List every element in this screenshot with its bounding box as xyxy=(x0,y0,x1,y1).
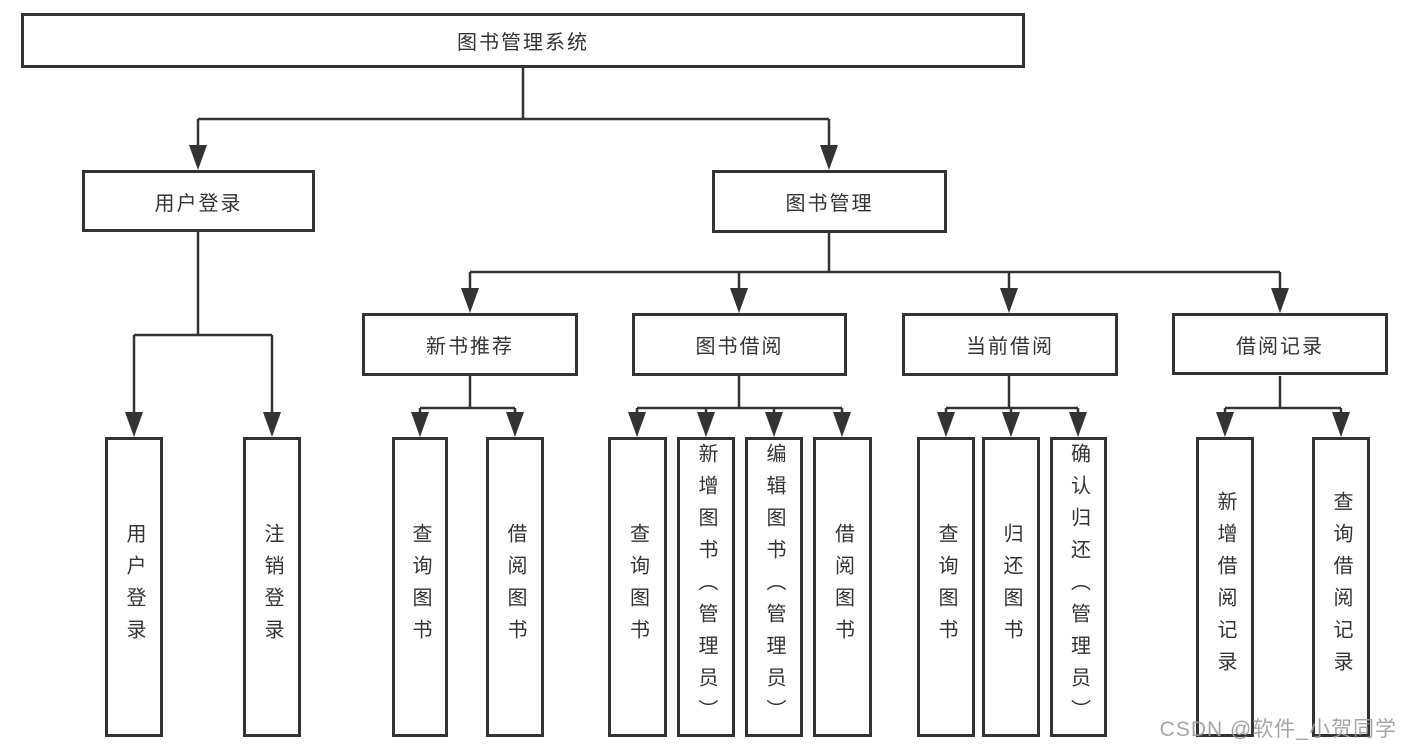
arrow-down-icon xyxy=(628,412,646,437)
node-label: 用户登录 xyxy=(154,192,243,215)
arrow-down-icon xyxy=(189,145,207,170)
leaf-bb-borrow-books: 借阅图书 xyxy=(813,437,872,737)
arrow-down-icon xyxy=(1069,412,1087,437)
leaf-label: 新增借阅记录 xyxy=(1214,491,1236,683)
leaf-cb-query-books: 查询图书 xyxy=(917,437,975,737)
leaf-user-login: 用户登录 xyxy=(105,437,163,737)
leaf-cb-confirm-return-admin: 确认归还（管理员） xyxy=(1050,437,1107,737)
leaf-bb-edit-books-admin: 编辑图书（管理员） xyxy=(745,437,803,737)
arrow-down-icon xyxy=(1000,288,1018,313)
leaf-label: 用户登录 xyxy=(123,523,145,651)
arrow-down-icon xyxy=(820,145,838,170)
node-current-borrow: 当前借阅 xyxy=(902,313,1118,376)
arrow-down-icon xyxy=(263,412,281,437)
node-label: 新书推荐 xyxy=(426,336,514,358)
arrow-down-icon xyxy=(1002,412,1020,437)
arrow-down-icon xyxy=(765,412,783,437)
leaf-cb-return-books: 归还图书 xyxy=(982,437,1040,737)
arrow-down-icon xyxy=(411,412,429,437)
arrow-down-icon xyxy=(461,288,479,313)
connector-paths xyxy=(132,68,1343,414)
leaf-label: 查询图书 xyxy=(935,523,957,651)
leaf-bb-add-books-admin: 新增图书（管理员） xyxy=(677,437,735,737)
leaf-nbr-query-books: 查询图书 xyxy=(392,437,448,737)
node-label: 当前借阅 xyxy=(966,336,1054,358)
arrow-down-icon xyxy=(1271,288,1289,313)
arrow-down-icon xyxy=(506,412,524,437)
leaf-label: 归还图书 xyxy=(1000,523,1022,651)
arrow-down-icon xyxy=(1332,412,1350,437)
leaf-label: 注销登录 xyxy=(261,523,283,651)
node-new-book-recommend: 新书推荐 xyxy=(362,313,578,376)
arrow-down-icon xyxy=(937,412,955,437)
node-book-management: 图书管理 xyxy=(712,170,947,233)
leaf-label: 编辑图书（管理员） xyxy=(763,443,785,731)
node-user-login: 用户登录 xyxy=(82,170,315,232)
node-label: 借阅记录 xyxy=(1236,335,1324,358)
arrow-down-icon xyxy=(125,412,143,437)
csdn-watermark: CSDN @软件_小贺同学 xyxy=(1159,718,1397,741)
leaf-br-add-record: 新增借阅记录 xyxy=(1196,437,1254,737)
leaf-label: 借阅图书 xyxy=(504,523,526,651)
arrowheads xyxy=(125,145,1350,437)
leaf-label: 查询图书 xyxy=(626,523,649,651)
leaf-label: 查询图书 xyxy=(409,523,431,651)
node-book-borrow: 图书借阅 xyxy=(632,313,847,376)
leaf-br-query-record: 查询借阅记录 xyxy=(1312,437,1370,737)
node-library-management-system: 图书管理系统 xyxy=(21,13,1025,68)
leaf-label: 借阅图书 xyxy=(831,523,854,651)
arrow-down-icon xyxy=(730,288,748,313)
node-borrow-records: 借阅记录 xyxy=(1172,313,1388,375)
leaf-label: 新增图书（管理员） xyxy=(695,443,717,731)
leaf-label: 查询借阅记录 xyxy=(1330,491,1352,683)
arrow-down-icon xyxy=(1216,412,1234,437)
leaf-label: 确认归还（管理员） xyxy=(1067,443,1090,731)
leaf-logout-login: 注销登录 xyxy=(243,437,301,737)
node-label: 图书管理 xyxy=(785,193,874,215)
leaf-bb-query-books: 查询图书 xyxy=(608,437,667,737)
arrow-down-icon xyxy=(833,412,851,437)
leaf-nbr-borrow-books: 借阅图书 xyxy=(486,437,544,737)
node-label: 图书管理系统 xyxy=(457,32,589,54)
arrow-down-icon xyxy=(697,412,715,437)
node-label: 图书借阅 xyxy=(695,336,784,358)
